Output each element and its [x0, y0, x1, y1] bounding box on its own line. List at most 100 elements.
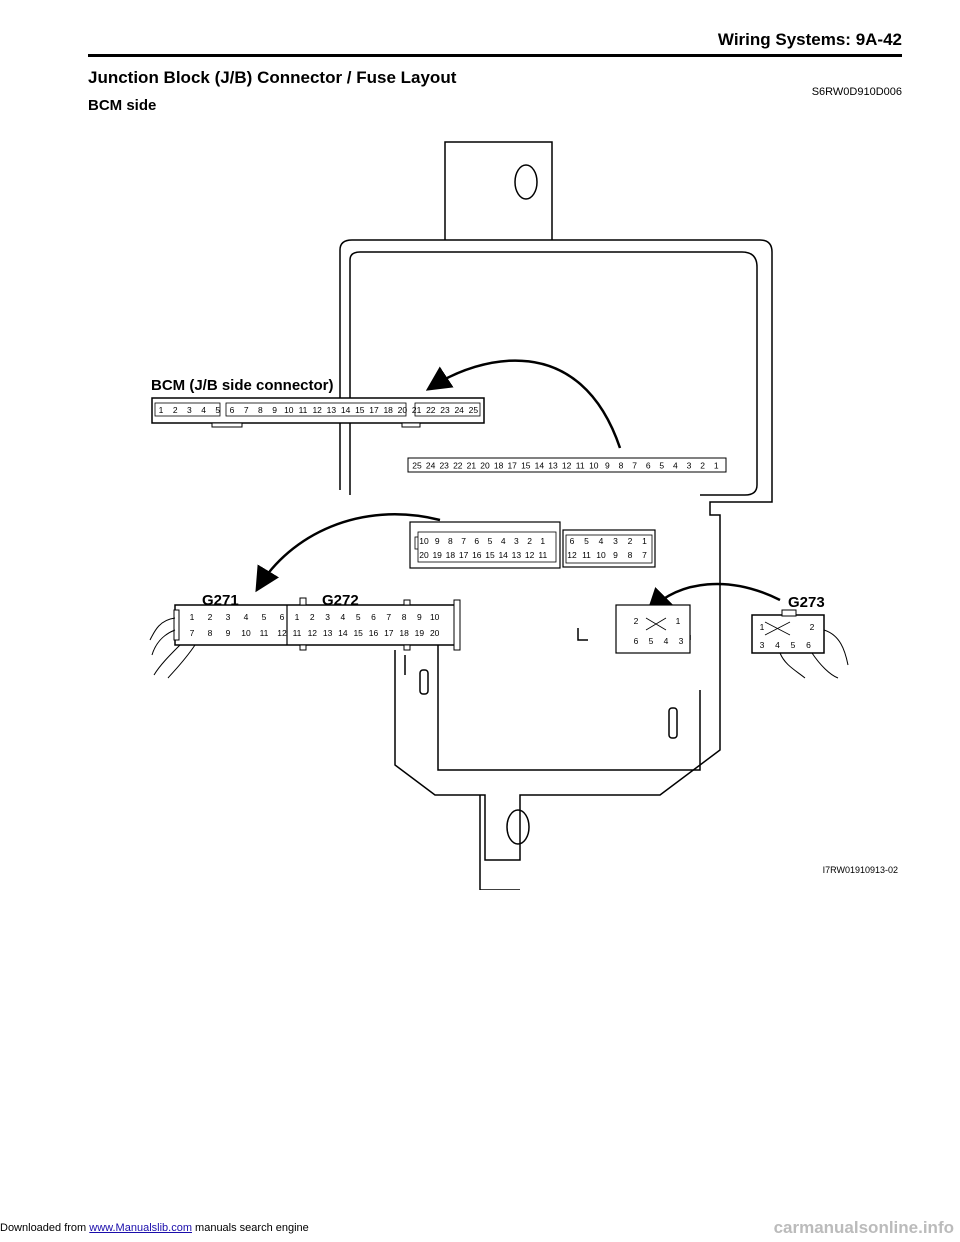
g271-pin-number: 8 [208, 628, 213, 638]
socket20-pin-number: 19 [432, 550, 442, 560]
strip-pin-number: 20 [480, 461, 490, 471]
bcm-pin-number: 17 [369, 405, 379, 415]
g272-pin-number: 13 [323, 628, 333, 638]
socket20-pin-number: 3 [514, 536, 519, 546]
g273-pin-number: 1 [760, 622, 765, 632]
g272-pin-number: 9 [417, 612, 422, 622]
socket20-pin-number: 1 [540, 536, 545, 546]
g272-pin-number: 17 [384, 628, 394, 638]
g272-pin-number: 20 [430, 628, 440, 638]
manualslib-link[interactable]: www.Manualslib.com [89, 1222, 192, 1234]
socket20-pin-number: 7 [461, 536, 466, 546]
bcm-pin-number: 15 [355, 405, 365, 415]
g272-pin-number: 4 [341, 612, 346, 622]
g273-pin-number: 2 [810, 622, 815, 632]
junction-block-diagram: BCM (J/B side connector) G271 G272 G273 … [149, 141, 849, 891]
g271-pin-number: 4 [244, 612, 249, 622]
g272-pin-number: 19 [415, 628, 425, 638]
socket12-pin-number: 9 [613, 550, 618, 560]
strip-pin-number: 13 [548, 461, 558, 471]
socket20-pin-number: 20 [419, 550, 429, 560]
jb-housing [339, 141, 773, 891]
g272-pin-number: 1 [295, 612, 300, 622]
strip-pin-number: 2 [700, 461, 705, 471]
header-rule [88, 54, 902, 57]
g272-pin-number: 16 [369, 628, 379, 638]
g272-pin-number: 15 [353, 628, 363, 638]
footer-prefix: Downloaded from [0, 1222, 90, 1234]
strip-pin-number: 1 [714, 461, 719, 471]
strip-pin-number: 9 [605, 461, 610, 471]
watermark-text: carmanualsonline.info [773, 1218, 954, 1237]
g272-pin-number: 2 [310, 612, 315, 622]
g271-pin-number: 10 [241, 628, 251, 638]
bcm-pin-number: 18 [383, 405, 393, 415]
bcm-pin-number: 24 [454, 405, 464, 415]
strip-pin-number: 18 [494, 461, 504, 471]
bcm-pin-number: 6 [230, 405, 235, 415]
header-title: Wiring Systems: 9A-42 [717, 30, 902, 49]
g271-pin-number: 3 [226, 612, 231, 622]
strip-pin-number: 5 [659, 461, 664, 471]
bcm-pin-number: 11 [299, 405, 308, 415]
strip-pin-number: 7 [632, 461, 637, 471]
g273-pin-number: 5 [791, 640, 796, 650]
bcm-pin-number: 21 [412, 405, 422, 415]
bcm-pin-number: 25 [469, 405, 479, 415]
bcm-pin-number: 4 [201, 405, 206, 415]
socket6-pin-number: 1 [676, 616, 681, 626]
bcm-pin-number: 23 [440, 405, 450, 415]
g271-pin-number: 6 [280, 612, 285, 622]
g271-pin-number: 11 [260, 628, 269, 638]
bcm-pin-number: 1 [159, 405, 164, 415]
g272-pin-number: 18 [399, 628, 409, 638]
g271-pin-number: 12 [277, 628, 287, 638]
g272-pin-number: 8 [402, 612, 407, 622]
g272-pin-number: 7 [386, 612, 391, 622]
socket20-pin-number: 11 [538, 550, 547, 560]
socket20-pin-number: 13 [512, 550, 522, 560]
strip-pin-number: 6 [646, 461, 651, 471]
section-code: S6RW0D910D006 [811, 86, 902, 98]
socket20-pin-number: 16 [472, 550, 482, 560]
socket20-pin-number: 18 [446, 550, 456, 560]
strip-pin-number: 15 [521, 461, 531, 471]
g272-pin-number: 3 [325, 612, 330, 622]
g272-pin-number: 6 [371, 612, 376, 622]
figure-code: I7RW01910913-02 [822, 865, 898, 875]
socket20-pin-number: 5 [488, 536, 493, 546]
g271-pin-number: 2 [208, 612, 213, 622]
bcm-pin-number: 22 [426, 405, 436, 415]
socket12-pin-number: 12 [567, 550, 577, 560]
bcm-pin-number: 3 [187, 405, 192, 415]
bcm-pin-number: 14 [341, 405, 351, 415]
strip-pin-number: 4 [673, 461, 678, 471]
g273-pin-number: 4 [775, 640, 780, 650]
strip-pin-number: 3 [687, 461, 692, 471]
strip-pin-number: 22 [453, 461, 463, 471]
socket20-pin-number: 10 [419, 536, 429, 546]
bcm-connector-label: BCM (J/B side connector) [151, 377, 334, 394]
footer-source: Downloaded from www.Manualslib.com manua… [0, 1222, 309, 1234]
connector-arrows [255, 359, 781, 614]
socket12-pin-number: 1 [642, 536, 647, 546]
strip-pin-number: 14 [535, 461, 545, 471]
subsection-title: BCM side [88, 97, 157, 114]
g271-pin-number: 5 [262, 612, 267, 622]
strip-pin-number: 23 [439, 461, 449, 471]
g272-pin-number: 10 [430, 612, 440, 622]
g273-pin-number: 3 [760, 640, 765, 650]
socket12-pin-number: 3 [613, 536, 618, 546]
bcm-pin-number: 13 [327, 405, 337, 415]
strip-pin-number: 21 [467, 461, 477, 471]
socket12-pin-number: 8 [628, 550, 633, 560]
bcm-pin-number: 8 [258, 405, 263, 415]
bcm-pin-number: 9 [272, 405, 277, 415]
strip-pin-number: 11 [576, 461, 585, 471]
strip-pin-number: 24 [426, 461, 436, 471]
socket20-pin-number: 4 [501, 536, 506, 546]
